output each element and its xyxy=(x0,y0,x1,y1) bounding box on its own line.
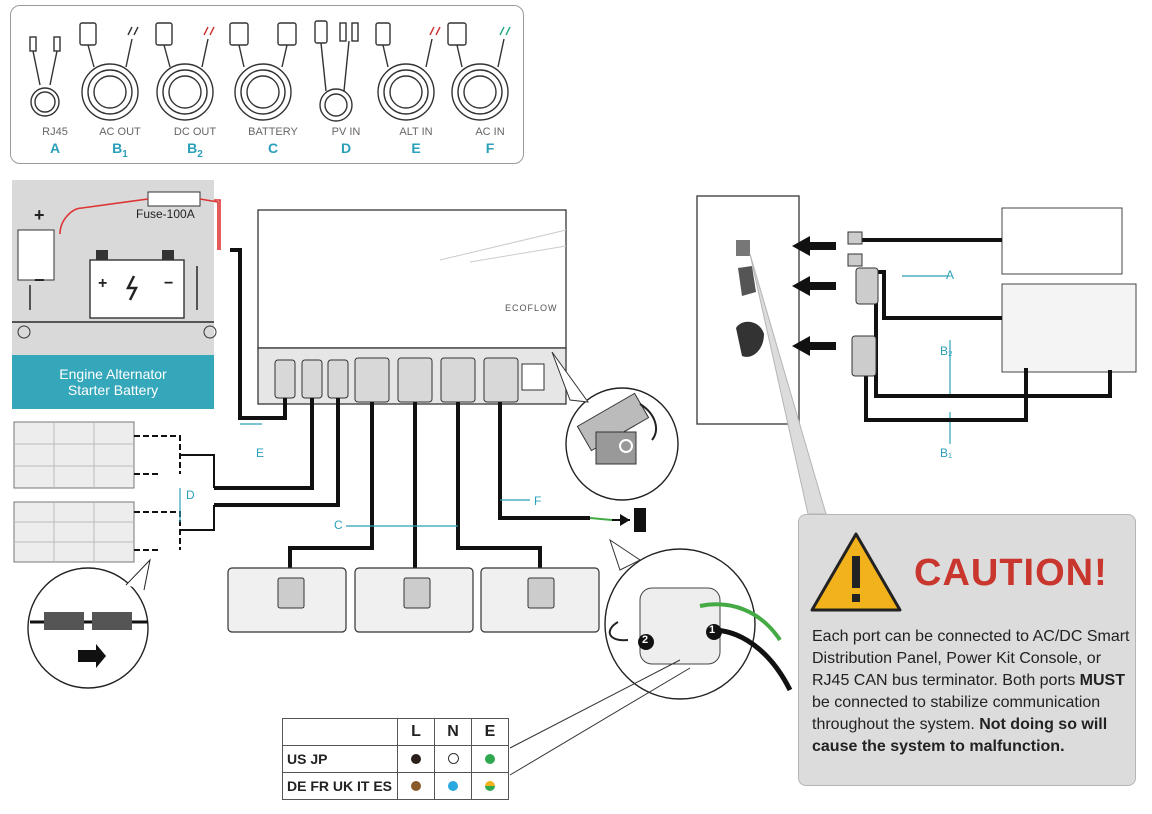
ac-in-cable-icon xyxy=(447,22,511,121)
cable-legend-drawings xyxy=(29,20,511,122)
dc-out-cable-icon xyxy=(155,22,215,121)
cable-letter-label: D xyxy=(340,140,352,156)
wire-dot-l xyxy=(411,753,421,764)
label-c: C xyxy=(334,518,343,532)
alternator-minus: − xyxy=(34,270,45,290)
header-n: N xyxy=(434,718,472,746)
caution-bold-1: MUST xyxy=(1079,672,1125,689)
cable-letter-label: B2 xyxy=(187,140,203,160)
brand-logo: ECOFLOW xyxy=(505,303,558,313)
wire-dot-l xyxy=(411,780,421,791)
wire-color-table: L N E US JP DE FR UK IT ES xyxy=(282,718,509,800)
table-row: US JP xyxy=(282,745,509,773)
cable-letter-label: E xyxy=(411,140,421,156)
arrow-right-icon xyxy=(78,644,106,668)
caution-bold-2: Not doing so will cause the system to ma… xyxy=(812,716,1108,755)
step-one-badge: 1 xyxy=(709,624,716,636)
mc4-connector-bubble xyxy=(27,567,149,689)
cable-letter-label: F xyxy=(485,140,495,156)
label-b1: B₁ xyxy=(940,446,953,460)
caution-text-1: Each port can be connected to AC/DC Smar… xyxy=(812,628,1130,689)
alternator-plus: + xyxy=(34,205,45,225)
starter-battery-icon xyxy=(89,259,185,319)
smart-distribution-panel xyxy=(1001,283,1137,373)
alternator-label-line2: Starter Battery xyxy=(67,382,159,398)
cable-letter-label: C xyxy=(267,140,279,156)
step-two-badge: 2 xyxy=(642,634,649,646)
pv-in-cable-icon xyxy=(314,20,359,122)
cable-letter-label: A xyxy=(49,140,61,156)
fuse-label: Fuse-100A xyxy=(136,207,195,221)
power-icon xyxy=(619,439,633,453)
caution-title: CAUTION! xyxy=(914,552,1108,594)
cable-name-label: AC OUT xyxy=(99,126,141,138)
power-kit-console xyxy=(1001,207,1123,275)
caution-text: Each port can be connected to AC/DC Smar… xyxy=(812,626,1130,758)
wire-dot-n xyxy=(447,753,459,765)
svg-text:−: − xyxy=(164,275,173,292)
wire-dot-n xyxy=(448,780,458,791)
table-row: DE FR UK IT ES xyxy=(282,772,509,800)
wire-dot-e xyxy=(485,780,495,791)
warning-icon xyxy=(810,532,902,612)
ac-out-cable-icon xyxy=(79,22,139,121)
svg-text:+: + xyxy=(98,275,107,292)
label-b2: B₂ xyxy=(940,344,953,358)
label-e: E xyxy=(256,446,265,460)
wire-dot-e xyxy=(485,753,495,764)
rj45-cable-icon xyxy=(29,36,61,117)
caution-text-2: be connected to stabilize communication … xyxy=(812,694,1101,733)
alternator-drawing: + − xyxy=(12,191,219,339)
header-l: L xyxy=(397,718,435,746)
label-d: D xyxy=(186,488,195,502)
header-e: E xyxy=(471,718,509,746)
solar-panel xyxy=(13,421,135,563)
region-label: DE FR UK IT ES xyxy=(282,772,398,800)
cable-name-label: BATTERY xyxy=(248,126,298,138)
battery-cable-icon xyxy=(229,22,297,121)
cable-name-label: DC OUT xyxy=(173,126,217,138)
alternator-label: Engine Alternator Starter Battery xyxy=(12,355,214,409)
ground-icon xyxy=(17,325,31,339)
table-corner xyxy=(282,718,398,746)
alternator-label-line1: Engine Alternator xyxy=(59,366,167,382)
cable-name-label: RJ45 xyxy=(42,126,68,138)
label-f: F xyxy=(534,494,542,508)
label-a: A xyxy=(946,268,955,282)
cable-name-label: AC IN xyxy=(475,126,505,138)
alt-in-cable-icon xyxy=(375,22,441,121)
region-label: US JP xyxy=(282,745,398,773)
alternator-icon xyxy=(17,229,55,281)
cable-name-label: ALT IN xyxy=(399,126,433,138)
ground-icon xyxy=(203,325,217,339)
cable-letter-label: B1 xyxy=(112,140,128,160)
cable-name-label: PV IN xyxy=(331,126,361,138)
